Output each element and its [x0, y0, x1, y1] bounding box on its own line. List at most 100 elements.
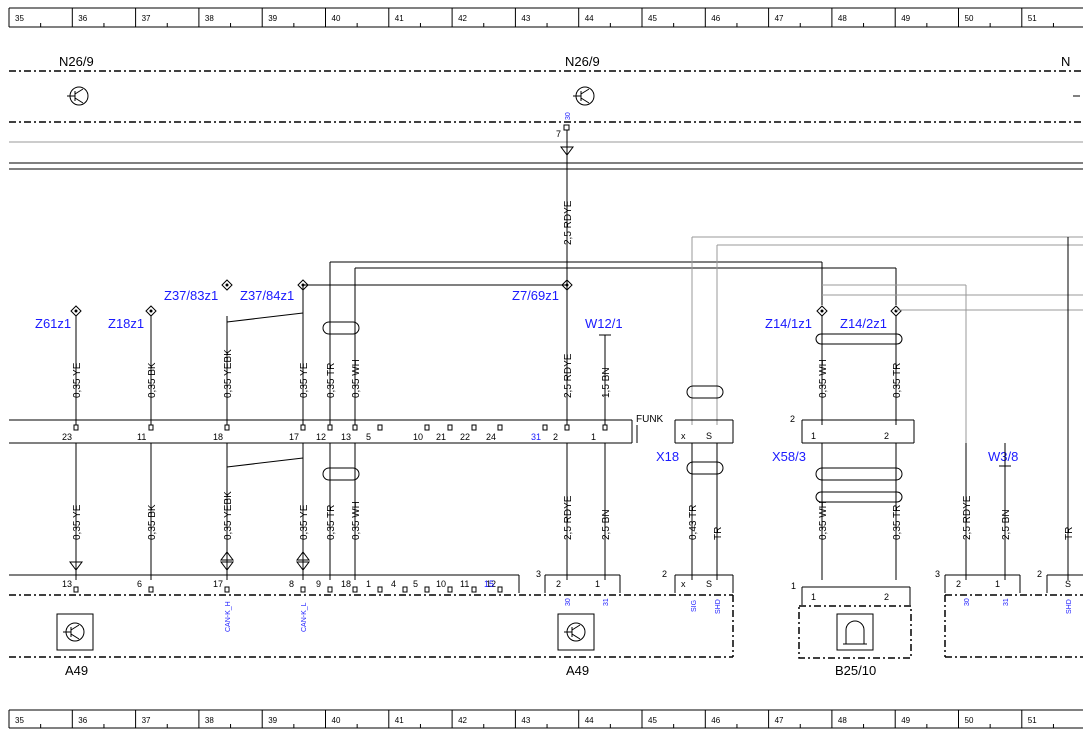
pin-number: 31: [531, 432, 541, 442]
wire-label: 0,35 WH: [351, 501, 362, 540]
ruler-cell-number: 35: [15, 14, 24, 23]
splice-label: Z14/2z1: [840, 316, 887, 331]
transistor-icon: [573, 86, 595, 106]
pin-number: 6: [137, 579, 142, 589]
ruler-cell-number: 49: [901, 14, 910, 23]
wire-label: 0,35 TR: [326, 505, 337, 540]
transistor-icon: [557, 613, 595, 651]
top-ruler: [9, 7, 1083, 28]
pin-signal: 30: [565, 112, 572, 120]
pin-signal: SIG: [691, 600, 698, 612]
pin-number: 17: [213, 579, 223, 589]
wire-label: 2,5 RDYE: [962, 495, 973, 540]
pin-number: 12: [486, 579, 496, 589]
ruler-cell-number: 40: [332, 14, 341, 23]
connector-number: 2: [662, 569, 667, 579]
component-label: A49: [566, 663, 589, 678]
pin-number: 11: [137, 432, 146, 442]
wire-label: 0,35 YE: [72, 504, 83, 540]
wire-label: 0,35 BK: [147, 504, 158, 540]
wire-label: 2,5 BN: [1001, 509, 1012, 540]
ruler-cell-number: 48: [838, 14, 847, 23]
pin-signal: 30: [964, 598, 971, 606]
pin-number: 18: [341, 579, 351, 589]
right-connector: [944, 574, 1083, 593]
ruler-cell-number: 38: [205, 716, 214, 725]
ruler-cell-number: 36: [78, 14, 87, 23]
pin-label: x: [681, 579, 686, 589]
sig-connector: [674, 574, 734, 593]
ruler-cell-number: 37: [142, 716, 151, 725]
a49-connector: [9, 574, 520, 593]
splice-label: Z7/69z1: [512, 288, 559, 303]
a49b-connector: [544, 574, 621, 593]
x58-label: X58/3: [772, 449, 806, 464]
top-component-label: N26/9: [59, 54, 94, 69]
ruler-cell-number: 45: [648, 716, 657, 725]
ruler-cell-number: 41: [395, 14, 404, 23]
ruler-cell-number: 47: [775, 716, 784, 725]
top-component-label: N26/9: [565, 54, 600, 69]
ruler-cell-number: 38: [205, 14, 214, 23]
wire-label: 0,35 BK: [147, 362, 158, 398]
pin-number: 4: [391, 579, 396, 589]
pin-signal: 31: [603, 598, 610, 606]
ruler-cell-number: 45: [648, 14, 657, 23]
wire-label: 0,35 WH: [818, 501, 829, 540]
pin-label: 2: [884, 431, 889, 441]
wire-label: TR: [1064, 527, 1075, 540]
wire-label: 0,35 TR: [892, 363, 903, 398]
pin-number: 9: [316, 579, 321, 589]
ruler-cell-number: 46: [711, 716, 720, 725]
funk-label: FUNK: [636, 414, 664, 425]
ruler-cell-number: 40: [332, 716, 341, 725]
wire-label: 2,5 BN: [601, 509, 612, 540]
ruler-cell-number: 51: [1028, 14, 1037, 23]
ruler-cell-number: 42: [458, 14, 467, 23]
x18-connector: [674, 419, 734, 444]
ruler-cell-number: 46: [711, 14, 720, 23]
wire-label: 1,5 BN: [601, 367, 612, 398]
ruler-cell-number: 43: [521, 14, 530, 23]
wire-label: TR: [713, 527, 724, 540]
ruler-cell-number: 49: [901, 716, 910, 725]
wire-label: 0,35 YE: [299, 362, 310, 398]
bottom-ruler: [9, 709, 1083, 729]
pin-label: S: [1065, 579, 1071, 589]
ruler-cell-number: 36: [78, 716, 87, 725]
pin-label: 2: [884, 592, 889, 602]
pin-number: 22: [460, 432, 470, 442]
ruler-cell-number: 48: [838, 716, 847, 725]
transistor-icon: [67, 86, 89, 106]
pin-signal: CAN-K_L: [301, 602, 308, 632]
pin-number: 11: [460, 579, 469, 589]
sensor-icon: [836, 613, 874, 651]
pin-number: 8: [289, 579, 294, 589]
pin-number: 10: [413, 432, 423, 442]
ruler-cell-number: 44: [585, 716, 594, 725]
b25-connector: [801, 586, 911, 605]
wire-label: 2,5 RDYE: [563, 200, 574, 245]
x18-label: X18: [656, 449, 679, 464]
ruler-cell-number: 50: [965, 14, 974, 23]
pin-number: 10: [436, 579, 446, 589]
ruler-cell-number: 41: [395, 716, 404, 725]
ruler-cell-number: 42: [458, 716, 467, 725]
pin-number: 18: [213, 432, 223, 442]
pin-label: S: [706, 431, 712, 441]
ruler-cell-number: 44: [585, 14, 594, 23]
pin-number: 21: [436, 432, 446, 442]
pin-number: 2: [553, 432, 558, 442]
funk-connector: [9, 419, 638, 444]
pin-number: 1: [366, 579, 371, 589]
pin-number: 12: [316, 432, 326, 442]
ruler-cell-number: 43: [521, 716, 530, 725]
wire-label: 0,35 YE: [299, 504, 310, 540]
connector-number: 2: [1037, 569, 1042, 579]
pin-label: 2: [556, 579, 561, 589]
pin-number: 1: [591, 432, 596, 442]
ruler-cell-number: 35: [15, 716, 24, 725]
splice-label: Z61z1: [35, 316, 71, 331]
pin-number: 5: [413, 579, 418, 589]
